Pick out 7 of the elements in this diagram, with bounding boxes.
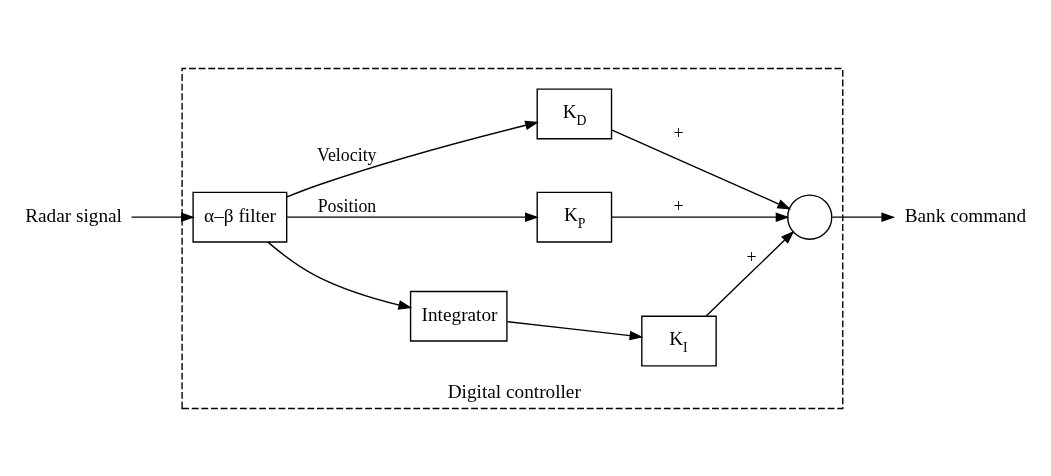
edge-label: + [673, 195, 684, 216]
edge-label: + [673, 122, 684, 143]
node-text: Bank command [904, 204, 1027, 226]
node-text: Radar signal [25, 204, 122, 226]
edge-label: Velocity [316, 144, 377, 165]
edge-label: + [746, 246, 757, 267]
edge-label: Position [317, 195, 377, 216]
